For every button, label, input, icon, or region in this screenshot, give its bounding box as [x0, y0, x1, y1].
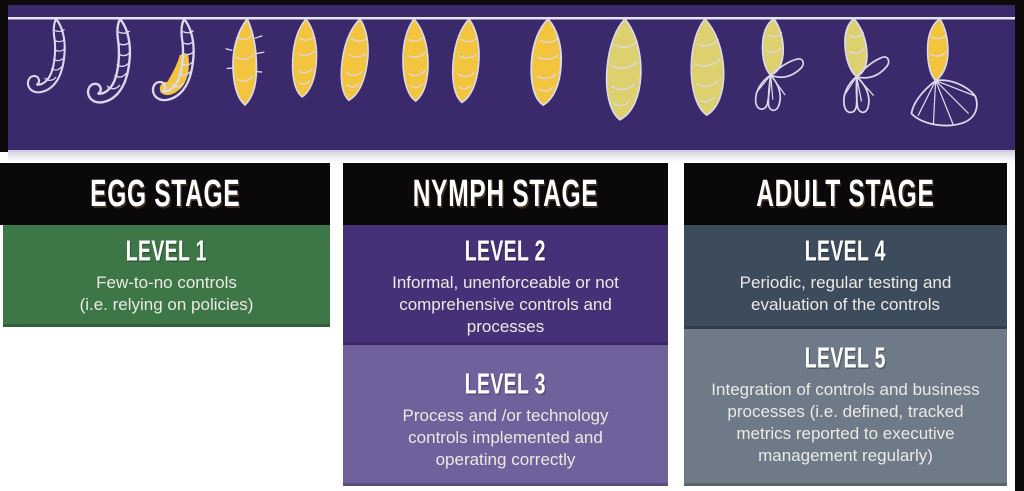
butterfly-emerged-icon — [910, 18, 978, 127]
level-title: LEVEL 4 — [804, 235, 887, 267]
level-description: Periodic, regular testing and evaluation… — [739, 273, 952, 315]
level-description: Few-to-no controls (i.e. relying on poli… — [79, 273, 254, 315]
chrysalis-icon — [530, 18, 563, 107]
frame-right-edge — [1015, 0, 1024, 491]
stage-title: ADULT STAGE — [756, 172, 935, 215]
butterfly-emerging-icon — [754, 18, 805, 112]
caterpillar-pupating-icon — [153, 19, 194, 100]
level-box-1: LEVEL 1 Few-to-no controls (i.e. relying… — [3, 225, 330, 327]
butterfly-emerging-icon — [834, 15, 895, 116]
chrysalis-icon — [291, 18, 318, 98]
stage-header-egg: EGG STAGE — [0, 163, 330, 225]
level-title: LEVEL 5 — [804, 342, 887, 374]
chrysalis-icon — [337, 16, 372, 103]
level-title: LEVEL 3 — [464, 368, 547, 400]
banner-drop-shadow — [8, 152, 1015, 162]
stage-title: EGG STAGE — [89, 172, 241, 215]
level-title: LEVEL 1 — [125, 235, 208, 267]
stage-header-nymph: NYMPH STAGE — [343, 163, 668, 225]
metamorphosis-banner — [8, 5, 1015, 152]
frame-left-edge — [0, 0, 8, 152]
caterpillar-icon — [26, 17, 66, 94]
metamorphosis-banner-illustration — [8, 15, 1015, 127]
pupa-forming-icon — [223, 17, 268, 107]
chrysalis-mature-icon — [686, 17, 728, 117]
level-description: Integration of controls and business pro… — [711, 380, 980, 466]
level-description: Informal, unenforceable or not comprehen… — [392, 273, 619, 337]
hanging-line — [8, 17, 1015, 20]
level-box-5: LEVEL 5 Integration of controls and busi… — [684, 329, 1007, 486]
level-box-4: LEVEL 4 Periodic, regular testing and ev… — [684, 225, 1007, 329]
level-title: LEVEL 2 — [464, 235, 547, 267]
stage-title: NYMPH STAGE — [412, 172, 599, 215]
caterpillar-icon — [86, 17, 132, 104]
chrysalis-icon — [450, 17, 482, 104]
level-box-3: LEVEL 3 Process and /or technology contr… — [343, 345, 668, 486]
chrysalis-icon — [399, 17, 432, 103]
stage-header-adult: ADULT STAGE — [684, 163, 1007, 225]
level-box-2: LEVEL 2 Informal, unenforceable or not c… — [343, 225, 668, 345]
chrysalis-mature-icon — [605, 18, 642, 121]
frame-top-edge — [0, 0, 1024, 5]
level-description: Process and /or technology controls impl… — [402, 406, 609, 470]
